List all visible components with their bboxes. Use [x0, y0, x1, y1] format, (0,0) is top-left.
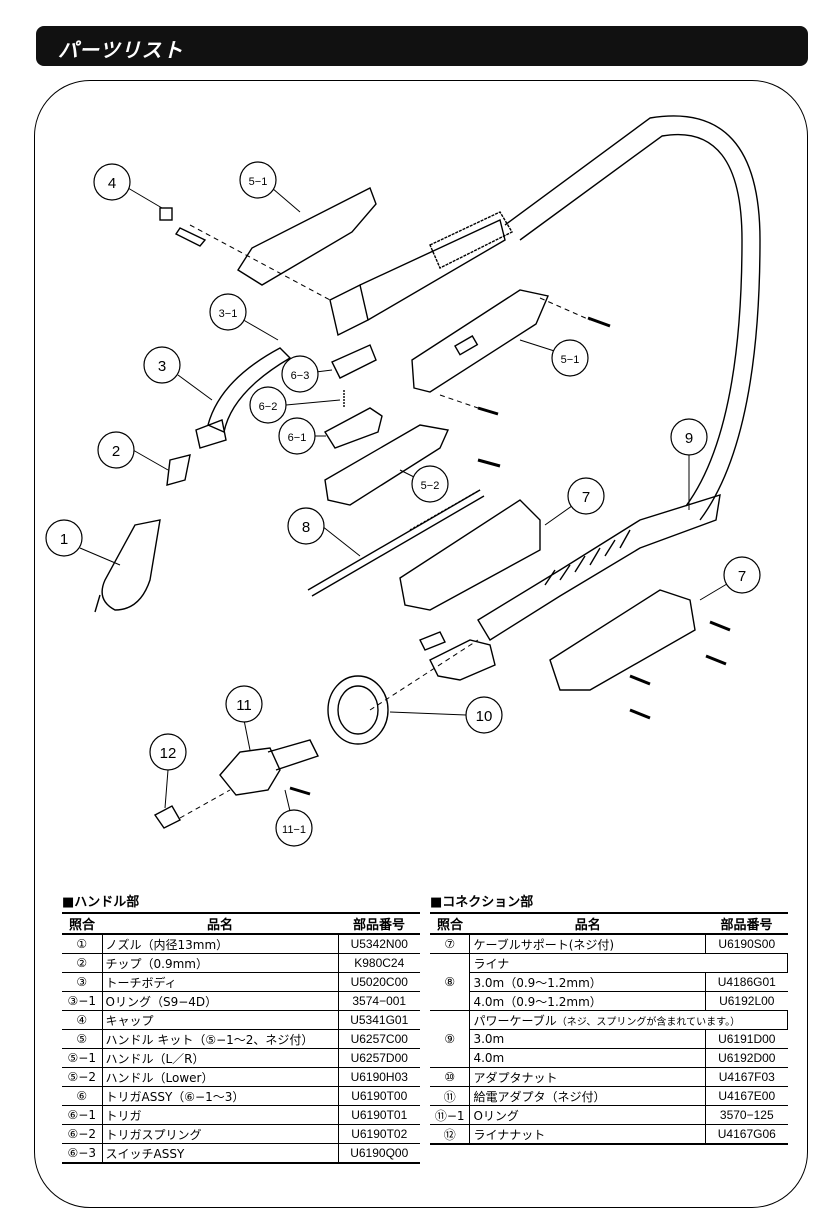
header-number: 部品番号	[338, 912, 420, 935]
connection-parts-table: 照合 品名 部品番号 ⑦ ケーブルサポート(ネジ付) U6190S00 ⑧ ライ…	[430, 912, 788, 1145]
handle-section-title: ■ハンドル部	[62, 895, 140, 910]
table-row: ⑪−1 Oリング 3570−125	[430, 1105, 788, 1125]
callout-11-1: 11−1	[282, 824, 306, 836]
table-row: 3.0m（0.9〜1.2mm） U4186G01	[430, 972, 788, 992]
table-header: 照合 品名 部品番号	[62, 912, 420, 935]
handle-upper-left	[237, 187, 377, 286]
table-row: 4.0m U6192D00	[430, 1048, 788, 1068]
callout-4: 4	[108, 175, 116, 192]
power-cable-note: （ネジ、スプリングが含まれています。）	[556, 1016, 741, 1028]
liner-shape	[307, 489, 485, 597]
title-bar: パーツリスト	[36, 26, 808, 66]
callout-3-1: 3−1	[219, 308, 238, 320]
callout-8: 8	[302, 519, 310, 536]
callout-9: 9	[685, 430, 693, 447]
header-ref: 照合	[430, 912, 470, 935]
connection-section: ■コネクション部 照合 品名 部品番号 ⑦ ケーブルサポート(ネジ付) U619…	[430, 894, 788, 1145]
callout-12: 12	[160, 745, 177, 762]
power-cable-name: パワーケーブル	[473, 1013, 557, 1028]
adapter-nut	[327, 675, 389, 745]
header-ref: 照合	[62, 912, 102, 935]
cable-outline-inner	[519, 133, 743, 507]
table-row: ⑫ ライナナット U4167G06	[430, 1124, 788, 1145]
table-row: ⑪ 給電アダプタ（ネジ付） U4167E00	[430, 1086, 788, 1106]
handle-lower	[324, 424, 450, 506]
cable-outline	[504, 115, 761, 521]
table-row: ⑨ パワーケーブル（ネジ、スプリングが含まれています。）	[430, 1010, 788, 1068]
table-row: 4.0m（0.9〜1.2mm） U6192L00	[430, 991, 788, 1011]
table-row: 3.0m U6191D00	[430, 1029, 788, 1049]
exploded-parts-diagram: 1 2 3 3−1 4 5−1 5−1 5−2 6−1 6−2 6−3 7 7 …	[45, 115, 761, 847]
callout-7a: 7	[582, 489, 590, 506]
table-row: ⑧ ライナ	[430, 953, 788, 1011]
callout-5-1a: 5−1	[249, 176, 268, 188]
callout-3: 3	[158, 358, 166, 375]
callout-1: 1	[60, 531, 68, 548]
callout-11: 11	[236, 697, 252, 714]
trigger-shape	[324, 407, 383, 449]
callout-5-1b: 5−1	[561, 354, 580, 366]
power-adapter	[219, 747, 281, 796]
callout-10: 10	[476, 708, 493, 725]
page-title: パーツリスト	[58, 38, 184, 62]
callout-7b: 7	[738, 568, 746, 585]
table-row: ⑦ ケーブルサポート(ネジ付) U6190S00	[430, 934, 788, 954]
handle-upper-right	[411, 289, 549, 393]
cable-support-left	[399, 499, 541, 611]
cable-support-right	[549, 589, 696, 691]
connection-section-title: ■コネクション部	[430, 895, 534, 910]
callout-6-2: 6−2	[259, 401, 278, 413]
callout-6-3: 6−3	[291, 370, 310, 382]
torch-neck	[207, 347, 292, 433]
nozzle-shape	[101, 519, 161, 611]
switch-shape	[331, 344, 377, 379]
header-name: 品名	[102, 912, 338, 935]
table-header: 照合 品名 部品番号	[430, 912, 788, 935]
table-row: ⑩ アダプタナット U4167F03	[430, 1067, 788, 1087]
header-number: 部品番号	[705, 912, 788, 935]
callout-6-1: 6−1	[288, 432, 307, 444]
header-name: 品名	[469, 912, 706, 935]
tip-shape	[166, 454, 191, 486]
callout-2: 2	[112, 443, 120, 460]
liner-nut	[153, 805, 181, 829]
callout-5-2: 5−2	[421, 480, 440, 492]
diagram-frame	[34, 80, 808, 1208]
